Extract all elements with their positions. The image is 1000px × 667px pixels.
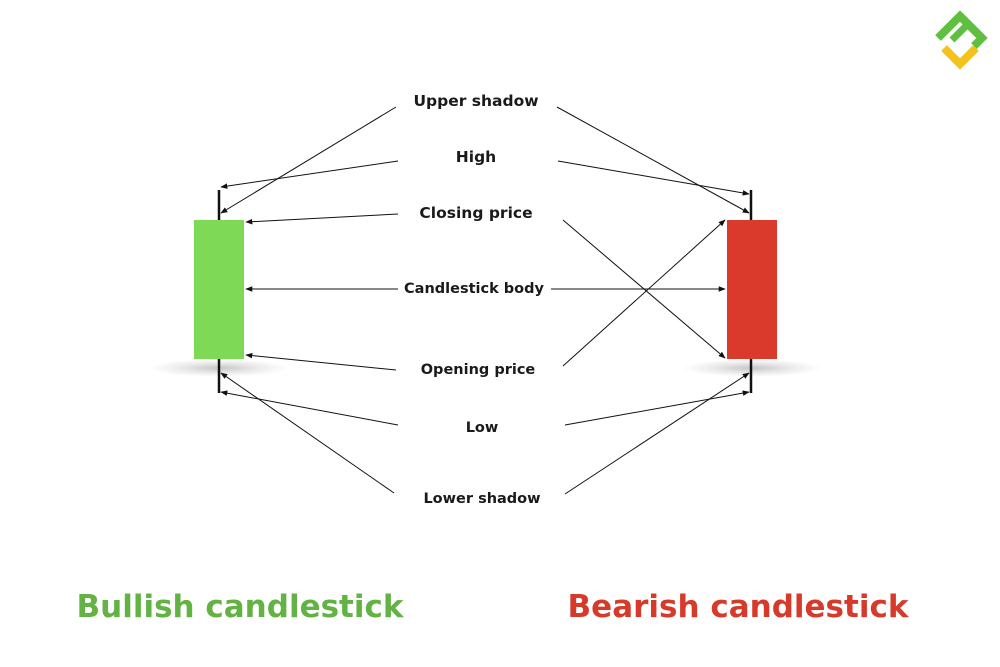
label-lower-shadow: Lower shadow <box>423 491 540 507</box>
bearish-title: Bearish candlestick <box>568 589 910 625</box>
arrow-lower-shadow-bearish <box>564 372 750 495</box>
brand-logo-icon <box>935 10 988 70</box>
label-candlestick-body: Candlestick body <box>404 281 544 297</box>
label-high: High <box>456 148 496 166</box>
bullish-title: Bullish candlestick <box>77 589 405 625</box>
label-closing-price: Closing price <box>419 204 532 222</box>
label-upper-shadow: Upper shadow <box>413 92 538 110</box>
arrow-upper-shadow-bearish <box>556 106 750 214</box>
arrow-opening-bullish <box>245 352 397 371</box>
arrow-lower-shadow-bullish <box>220 372 395 494</box>
bearish-candlestick <box>727 190 777 393</box>
arrow-high-bullish <box>220 160 399 189</box>
arrow-closing-bullish <box>245 213 399 225</box>
bullish-body <box>194 220 244 359</box>
arrow-upper-shadow-bullish <box>220 106 397 214</box>
bearish-body <box>727 220 777 359</box>
arrow-high-bearish <box>557 160 750 196</box>
bullish-arrows <box>220 106 399 494</box>
arrow-opening-bearish <box>562 219 726 367</box>
bullish-candlestick <box>194 190 244 393</box>
label-low: Low <box>466 420 499 436</box>
arrow-low-bearish <box>564 390 750 426</box>
bearish-arrows <box>551 106 750 495</box>
label-opening-price: Opening price <box>421 362 536 378</box>
arrow-low-bullish <box>220 390 399 426</box>
